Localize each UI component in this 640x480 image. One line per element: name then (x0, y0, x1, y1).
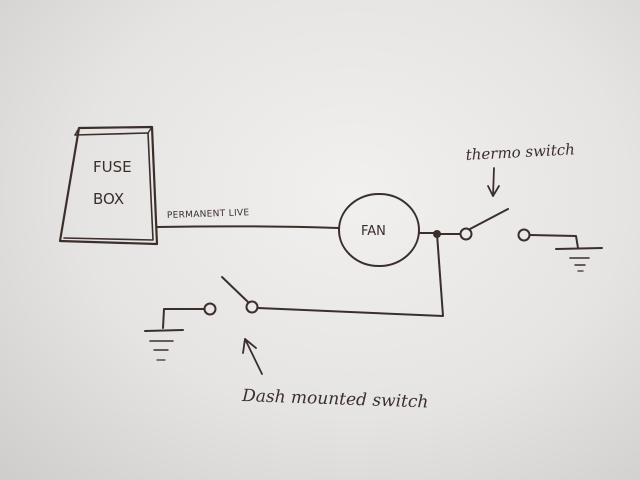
fuse-box-label-line2: BOX (93, 190, 124, 208)
fan-label: FAN (361, 224, 386, 239)
thermo-switch: thermo switch (436, 140, 603, 272)
thermo-switch-contact-a (459, 227, 473, 241)
dash-switch-ground-wire (162, 308, 205, 329)
fuse-box: FUSE BOX (58, 125, 159, 246)
dash-mounted-switch: Dash mounted switch (144, 276, 429, 413)
fan-symbol (338, 193, 420, 267)
ground-symbol-left (144, 329, 184, 361)
dash-switch-contact-a (245, 300, 259, 314)
thermo-switch-arm (469, 208, 509, 230)
thermo-switch-label: thermo switch (465, 140, 575, 164)
fuse-box-label-line1: FUSE (93, 158, 132, 176)
dash-switch-pointer-arrow (242, 338, 263, 375)
dash-switch-arm (221, 276, 249, 303)
dash-switch-return-wire (257, 233, 444, 317)
dash-switch-contact-b (203, 302, 217, 316)
permanent-live-wire (156, 225, 339, 229)
ground-symbol-right (555, 247, 603, 272)
fan: FAN (338, 193, 420, 267)
thermo-switch-contact-b (517, 228, 531, 242)
dash-switch-label: Dash mounted switch (241, 386, 429, 413)
thermo-switch-ground-wire (529, 234, 579, 249)
thermo-switch-pointer-arrow (487, 167, 500, 197)
permanent-live-label: PERMANENT LIVE (167, 208, 250, 221)
